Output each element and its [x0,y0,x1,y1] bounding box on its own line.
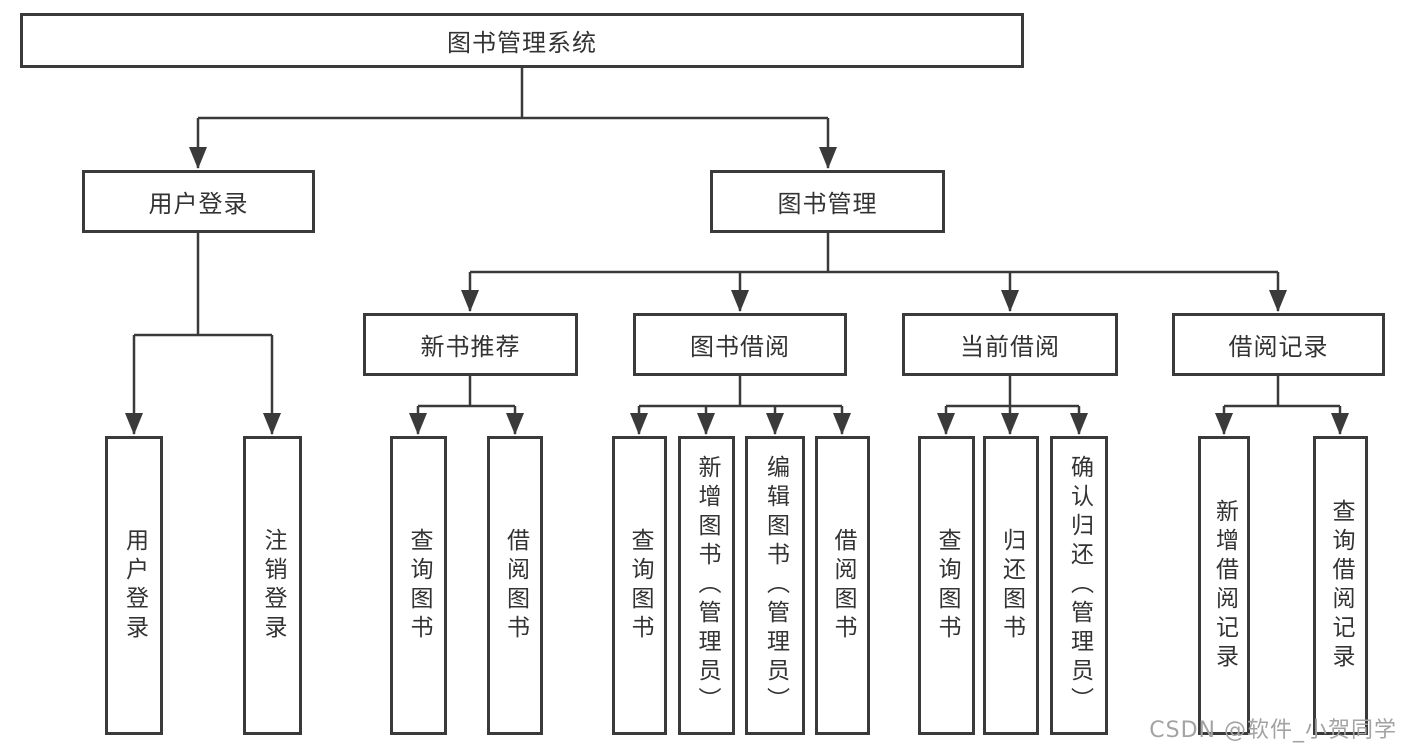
leaf-logout: 注销登录 [243,436,302,735]
leaf-borrow-add-books-admin: 新增图书（管理员） [678,436,735,735]
leaf-borrow-edit-books-admin-label: 编辑图书（管理员） [762,455,789,716]
branch-book-management: 图书管理 [710,170,945,233]
branch-user-login-label: 用户登录 [148,190,249,218]
leaf-records-query-record: 查询借阅记录 [1313,436,1368,735]
group-borrow-records-label: 借阅记录 [1228,333,1329,361]
group-borrow-records: 借阅记录 [1172,313,1385,376]
leaf-records-query-record-label: 查询借阅记录 [1328,498,1354,673]
leaf-borrow-borrow-books-label: 借阅图书 [830,527,856,644]
leaf-user-login-label: 用户登录 [121,527,148,644]
group-new-book-recommend: 新书推荐 [363,313,578,376]
leaf-borrow-edit-books-admin: 编辑图书（管理员） [745,436,805,735]
group-current-borrow-label: 当前借阅 [960,333,1060,361]
leaf-borrow-query-books: 查询图书 [612,436,667,735]
branch-book-management-label: 图书管理 [777,190,878,218]
leaf-records-add-record-label: 新增借阅记录 [1211,498,1238,673]
leaf-current-return-books: 归还图书 [983,436,1039,735]
leaf-current-query-books-label: 查询图书 [934,527,960,644]
leaf-recommend-borrow-books-label: 借阅图书 [502,527,529,644]
leaf-user-login: 用户登录 [105,436,163,735]
leaf-records-add-record: 新增借阅记录 [1198,436,1250,735]
root-node-library-system: 图书管理系统 [20,13,1024,68]
leaf-borrow-borrow-books: 借阅图书 [815,436,870,735]
leaf-logout-label: 注销登录 [260,527,286,644]
leaf-current-return-books-label: 归还图书 [998,527,1025,644]
group-book-borrow: 图书借阅 [633,313,847,376]
leaf-current-confirm-return-admin-label: 确认归还（管理员） [1066,455,1093,716]
leaf-recommend-query-books: 查询图书 [390,436,447,735]
root-node-label: 图书管理系统 [447,29,597,57]
leaf-borrow-query-books-label: 查询图书 [627,527,653,644]
leaf-current-confirm-return-admin: 确认归还（管理员） [1050,436,1108,735]
branch-user-login: 用户登录 [82,170,315,233]
leaf-borrow-add-books-admin-label: 新增图书（管理员） [694,455,720,716]
group-book-borrow-label: 图书借阅 [690,333,790,361]
leaf-current-query-books: 查询图书 [918,436,975,735]
group-current-borrow: 当前借阅 [902,313,1118,376]
watermark: CSDN @软件_小贺同学 [1149,718,1397,743]
leaf-recommend-query-books-label: 查询图书 [406,527,432,644]
leaf-recommend-borrow-books: 借阅图书 [487,436,543,735]
group-new-book-recommend-label: 新书推荐 [420,333,521,361]
